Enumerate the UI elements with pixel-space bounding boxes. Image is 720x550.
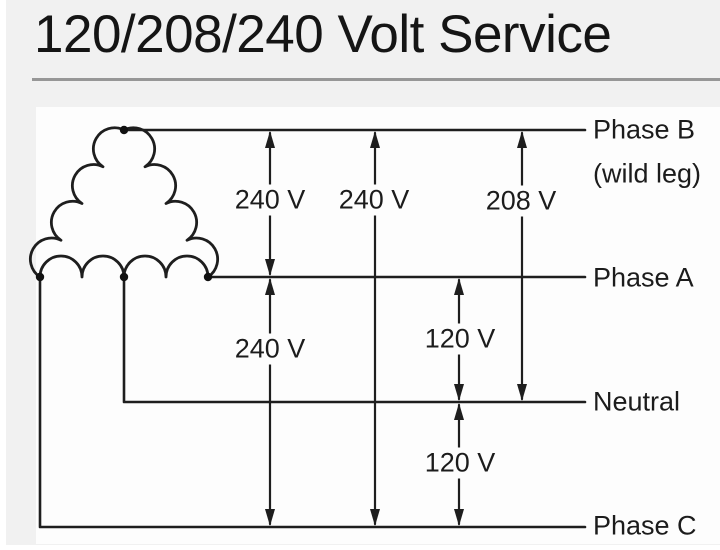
- delta-winding: [29, 126, 219, 279]
- arrow-240v-phasea-phasec: [265, 278, 275, 526]
- voltage-label-208v-b-to-neutral: 208 V: [480, 185, 562, 217]
- phase-b-wild-leg-note: (wild leg): [593, 158, 702, 189]
- voltage-label-240v-a-to-c: 240 V: [229, 333, 311, 365]
- phase-b-label: Phase B: [593, 114, 696, 145]
- arrowhead-down-icon: [265, 509, 275, 526]
- voltage-label-120v-neutral-to-c: 120 V: [419, 447, 501, 479]
- arrowhead-down-icon: [454, 384, 464, 401]
- phase-a-label: Phase A: [593, 262, 694, 293]
- apex-junction-dot: [119, 125, 129, 135]
- left-corner-junction-dot: [35, 272, 45, 282]
- neutral-line: [122, 275, 587, 404]
- junction-dots: [35, 125, 213, 282]
- arrowhead-down-icon: [370, 509, 380, 526]
- winding-right-coil: [122, 126, 219, 279]
- center-tap-junction-dot: [119, 272, 129, 282]
- arrow-208v-phaseb-neutral: [517, 131, 527, 401]
- arrowhead-up-icon: [454, 403, 464, 420]
- arrowhead-down-icon: [517, 384, 527, 401]
- title-divider: [32, 78, 720, 81]
- arrowhead-up-icon: [454, 278, 464, 295]
- phase-c-line: [38, 275, 587, 529]
- phase-c-label: Phase C: [593, 510, 697, 541]
- voltage-label-240v-b-to-c: 240 V: [333, 184, 415, 216]
- page-title: 120/208/240 Volt Service: [34, 5, 612, 64]
- right-corner-junction-dot: [203, 272, 213, 282]
- arrowhead-up-icon: [265, 131, 275, 148]
- voltage-label-120v-a-to-neutral: 120 V: [419, 323, 501, 355]
- arrowhead-down-icon: [454, 509, 464, 526]
- winding-left-coil: [29, 126, 126, 279]
- arrowhead-up-icon: [370, 131, 380, 148]
- arrowhead-down-icon: [265, 259, 275, 276]
- arrowhead-up-icon: [265, 278, 275, 295]
- arrowhead-up-icon: [517, 131, 527, 148]
- neutral-label: Neutral: [593, 386, 681, 417]
- voltage-label-240v-b-to-a: 240 V: [229, 184, 311, 216]
- diagram-panel: [36, 107, 720, 544]
